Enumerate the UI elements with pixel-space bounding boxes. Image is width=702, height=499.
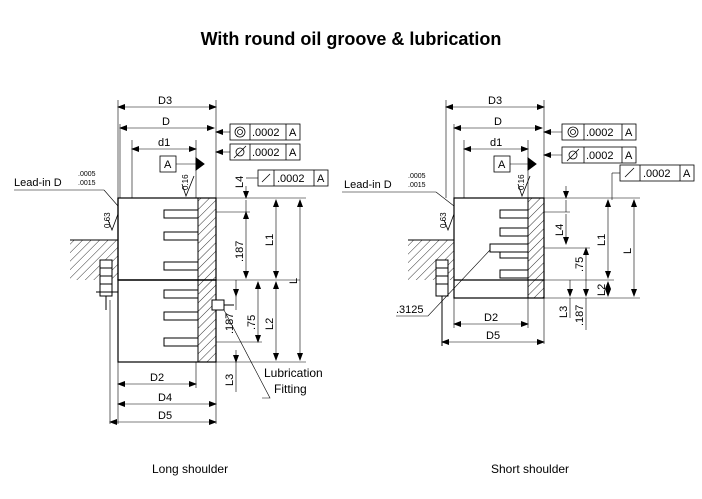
- short-187-label: .187: [574, 305, 586, 326]
- short-datum-label: A: [498, 159, 506, 171]
- short-L4-label: L4: [554, 224, 566, 236]
- long-L4-label: L4: [234, 176, 246, 188]
- short-shoulder-caption: Short shoulder: [491, 462, 570, 476]
- long-lub-line2: Fitting: [274, 382, 307, 396]
- long-L1-label: L1: [264, 234, 276, 246]
- long-d1-label: d1: [158, 137, 170, 149]
- lubrication-fitting-shape: [211, 299, 225, 311]
- long-D5-label: D5: [158, 410, 172, 422]
- short-fcf1-value: .0002: [586, 127, 614, 139]
- short-75-label: .75: [574, 257, 586, 272]
- long-D-label: D: [162, 116, 170, 128]
- long-shoulder-caption: Long shoulder: [152, 462, 229, 476]
- short-D5-label: D5: [486, 330, 500, 342]
- long-leadin-lower: .0015: [78, 180, 96, 187]
- short-D-label: D: [494, 116, 502, 128]
- short-fcf3-datum: A: [683, 168, 691, 180]
- long-L3-label: L3: [224, 374, 236, 386]
- short-fcf1-datum: A: [625, 127, 633, 139]
- short-016-label: 0.16: [517, 174, 526, 190]
- long-fcf3-datum: A: [317, 173, 325, 185]
- long-D2-label: D2: [150, 372, 164, 384]
- short-shoulder-labels: D3 D d1 D2 D5 L L1 L2 L3 L4 .75 .187 .31…: [344, 95, 691, 342]
- long-fcf3-value: .0002: [277, 173, 305, 185]
- short-grooves: [499, 209, 529, 279]
- set-screw: [99, 259, 113, 297]
- short-L3-label: L3: [558, 306, 570, 318]
- long-fcf2-value: .0002: [252, 147, 280, 159]
- long-L-label: L: [288, 278, 300, 284]
- long-fcf1-value: .0002: [252, 127, 280, 139]
- long-leadin-label: Lead-in D: [14, 177, 62, 189]
- long-D4-label: D4: [158, 392, 172, 404]
- long-016-label: 0.16: [181, 174, 190, 190]
- long-fcf1-datum: A: [289, 127, 297, 139]
- short-L-label: L: [622, 248, 634, 254]
- short-fcf2-datum: A: [625, 150, 633, 162]
- grooves: [163, 209, 199, 347]
- short-fcf3-value: .0002: [643, 168, 671, 180]
- long-L2-label: L2: [264, 318, 276, 330]
- long-063-label: 0.63: [103, 212, 112, 228]
- long-fcf2-datum: A: [289, 147, 297, 159]
- page-title: With round oil groove & lubrication: [200, 29, 502, 49]
- short-D3-label: D3: [488, 95, 502, 107]
- long-lub-line1: Lubrication: [264, 366, 323, 380]
- short-leadin-upper: .0005: [408, 173, 426, 180]
- long-75-label: .75: [246, 315, 258, 330]
- long-shoulder-drawing: [14, 100, 329, 425]
- long-datum-label: A: [164, 159, 172, 171]
- long-D3-label: D3: [158, 95, 172, 107]
- short-063-label: 0.63: [439, 212, 448, 228]
- short-leadin-label: Lead-in D: [344, 179, 392, 191]
- long-187b-label: .187: [224, 313, 236, 334]
- short-L1-label: L1: [596, 234, 608, 246]
- short-leadin-lower: .0015: [408, 182, 426, 189]
- short-d1-label: d1: [490, 137, 502, 149]
- long-187-label: .187: [234, 241, 246, 262]
- short-3125-label: .3125: [396, 304, 424, 316]
- long-shoulder-labels: D3 D d1 D2 D4 D5 L L1 L2 L3 L4 .187 .75 …: [14, 95, 325, 422]
- short-set-screw: [435, 259, 449, 297]
- long-leadin-upper: .0005: [78, 171, 96, 178]
- short-L2-label: L2: [596, 284, 608, 296]
- short-fcf2-value: .0002: [586, 150, 614, 162]
- short-shoulder-drawing: [342, 100, 695, 346]
- short-D2-label: D2: [484, 312, 498, 324]
